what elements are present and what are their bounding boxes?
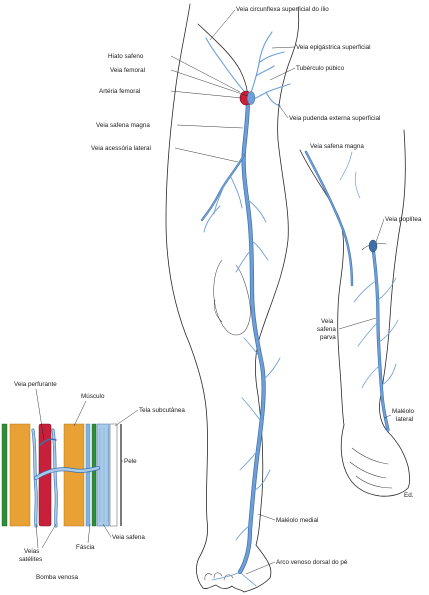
label-great-saphenous-vein: Veia safena magna <box>96 122 150 129</box>
muscle-right <box>63 423 85 527</box>
label-popliteal-vein: Veia poplítea <box>385 216 422 223</box>
groin-crease <box>197 23 249 101</box>
posterior-heel <box>340 424 409 497</box>
label-saphenous-vein: Veia safena <box>112 534 145 541</box>
posterior-great-saphenous-vein <box>304 150 354 287</box>
label-superficial-epigastric: Veia epigástrica superficial <box>296 44 371 51</box>
label-pubic-tubercle: Tubérculo púbico <box>296 65 345 72</box>
superficial-circumflex-iliac-vein <box>205 37 249 97</box>
label-small-saphenous-3: parva <box>320 334 336 341</box>
knee-detail <box>213 299 223 323</box>
popliteal-vein <box>368 239 378 253</box>
posterior-leg-view <box>299 129 410 497</box>
posterior-vein-system <box>304 150 399 432</box>
perforator-connection <box>39 438 57 446</box>
label-femoral-artery: Artéria femoral <box>99 88 140 95</box>
anterior-leg-outline <box>165 3 208 589</box>
label-posterior-great-saphenous: Veia safena magna <box>310 143 364 150</box>
venous-pump-inset <box>1 423 122 528</box>
label-lateral-malleolus-2: lateral <box>396 416 413 423</box>
label-subcutaneous-tissue: Tela subcutânea <box>139 407 185 414</box>
label-fascia: Fáscia <box>76 544 95 551</box>
label-small-saphenous-1: Veia <box>321 318 334 325</box>
label-superficial-external-pudendal: Veia pudenda externa superficial <box>289 115 380 122</box>
posterior-leg-outline-lateral <box>379 129 406 433</box>
label-skin: Pele <box>124 458 137 465</box>
posterior-foot-sole <box>387 431 410 489</box>
artist-signature: Ed. <box>404 492 414 499</box>
superficial-external-pudendal-vein <box>251 83 291 107</box>
label-perforating-vein: Veia perfurante <box>14 381 57 388</box>
fascia-layer-green <box>91 423 97 527</box>
thigh-tributaries <box>203 174 269 273</box>
fascia-blue <box>85 423 91 527</box>
femoral-vein <box>246 91 256 105</box>
heel-texture <box>349 447 393 489</box>
posterior-tributaries-upper <box>339 151 361 199</box>
subcutaneous-tissue <box>109 423 118 527</box>
label-muscle: Músculo <box>81 393 105 400</box>
skin-layer-left <box>1 423 8 527</box>
posterior-leg-outline-medial <box>299 149 345 426</box>
posterior-labels: Veia safena magna Veia poplítea Veia saf… <box>310 143 422 499</box>
anterior-leg-view <box>165 3 300 593</box>
saphenous-vein-column <box>96 423 110 527</box>
anterior-labels: Veia circunflexa superficial do ílio Vei… <box>91 6 380 575</box>
pump-labels: Veia perfurante Músculo Tela subcutânea … <box>14 381 185 581</box>
label-venous-pump: Bomba venosa <box>36 574 79 581</box>
anterior-vein-system <box>200 31 291 587</box>
label-lateral-malleolus-1: Maléolo <box>392 408 415 415</box>
muscle-left <box>9 423 31 527</box>
label-satellite-veins-2: satélites <box>19 556 42 563</box>
label-dorsal-venous-arch: Arco venoso dorsal do pé <box>276 559 348 566</box>
small-saphenous-tributaries <box>353 277 399 389</box>
label-satellite-veins-1: Veias <box>24 548 39 555</box>
label-small-saphenous-2: safena <box>317 326 336 333</box>
leg-tributaries <box>211 337 281 587</box>
label-lateral-accessory-vein: Veia acessória lateral <box>91 145 151 152</box>
label-medial-malleolus: Maléolo medial <box>276 517 318 524</box>
superficial-epigastric-vein <box>249 31 285 96</box>
toes <box>204 572 234 581</box>
label-circumflex-iliac: Veia circunflexa superficial do ílio <box>236 6 329 13</box>
knee-outline <box>213 259 251 336</box>
label-saphenous-hiatus: Hiato safeno <box>108 53 144 60</box>
foot-outline <box>202 584 245 593</box>
label-femoral-vein: Veia femoral <box>110 67 145 74</box>
